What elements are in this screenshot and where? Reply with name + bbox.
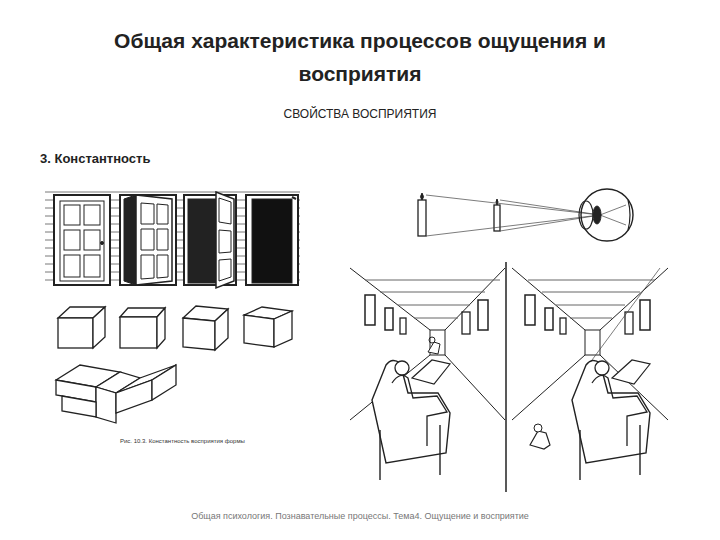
corridor-scene: [512, 268, 668, 480]
slide-title: Общая характеристика процессов ощущения …: [70, 24, 650, 90]
property-heading: 3. Константность: [40, 151, 300, 166]
cubes: [58, 306, 292, 350]
size-constancy-scheme: [418, 189, 633, 241]
figure-caption: Рис. 10.3. Константность восприятия форм…: [120, 437, 310, 445]
door-open: [184, 192, 236, 288]
slide-footer: Общая психология. Познавательные процесс…: [60, 511, 660, 521]
door-wide-open: [246, 195, 298, 285]
section-heading: СВОЙСТВА ВОСПРИЯТИЯ: [160, 107, 560, 121]
l-shape-object: [56, 365, 176, 423]
door-ajar: [120, 195, 176, 285]
corridor-scene: [350, 262, 506, 492]
door-closed: [54, 195, 110, 285]
